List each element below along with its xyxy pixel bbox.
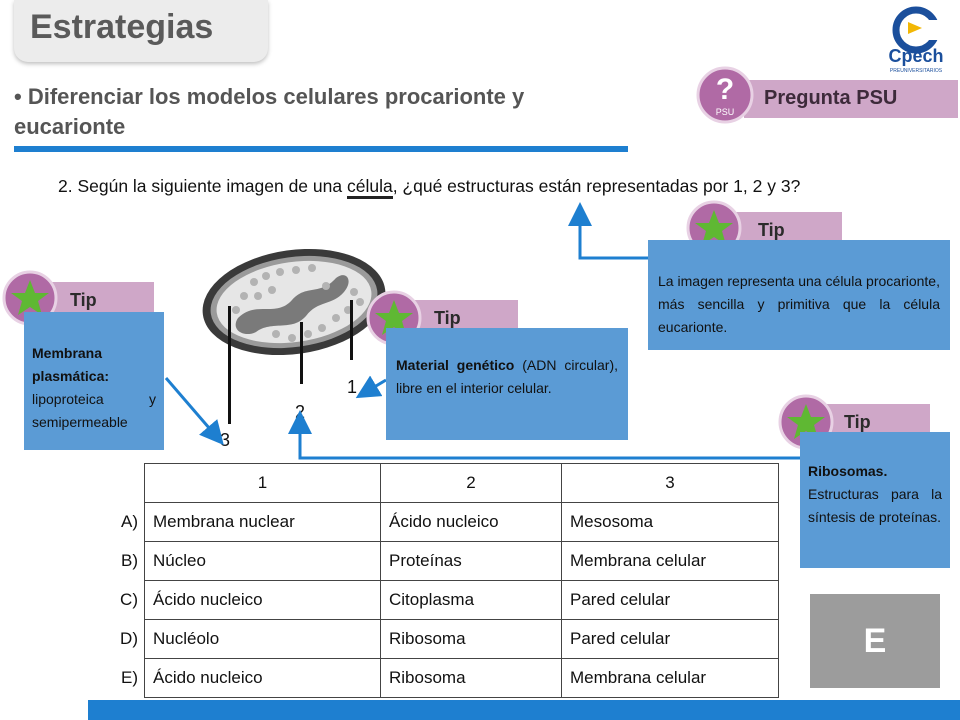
question-mark-icon: ? PSU [696, 66, 754, 124]
tip-ribosome-label: Tip [844, 412, 871, 432]
arrow-tip-cell [568, 202, 650, 260]
answer-box: E [810, 594, 940, 688]
table-cell: Ribosoma [380, 619, 562, 659]
tip-cell-body: La imagen representa una célula procario… [648, 240, 950, 350]
arrow-tip-genetic [355, 375, 387, 399]
tip-ribosome-text: Estructuras para la síntesis de proteína… [808, 486, 942, 525]
tip-genetic-label: Tip [434, 308, 461, 328]
table-row: A) Membrana nuclear Ácido nucleico Mesos… [88, 502, 779, 542]
page-title: Estrategias [30, 8, 214, 46]
table-cell: Citoplasma [380, 580, 562, 620]
objective-underline [14, 146, 628, 152]
table-row: E) Ácido nucleico Ribosoma Membrana celu… [88, 658, 779, 698]
logo-text: Cpech [888, 46, 943, 66]
table-cell: Ácido nucleico [144, 658, 381, 698]
svg-text:?: ? [716, 73, 734, 106]
table-cell: Membrana nuclear [144, 502, 381, 542]
table-row: C) Ácido nucleico Citoplasma Pared celul… [88, 580, 779, 620]
table-row: B) Núcleo Proteínas Membrana celular [88, 541, 779, 581]
table-cell: Ácido nucleico [144, 580, 381, 620]
table-cell: Pared celular [561, 619, 779, 659]
answer-table: 1 2 3 A) Membrana nuclear Ácido nucleico… [88, 463, 779, 698]
table-cell: Proteínas [380, 541, 562, 581]
table-cell: Mesosoma [561, 502, 779, 542]
option-label: A) [121, 512, 138, 531]
option-label: D) [120, 629, 138, 648]
table-corner [88, 464, 145, 503]
cpech-logo: Cpech PREUNIVERSITARIOS [878, 6, 954, 76]
objective-text: Diferenciar los modelos celulares procar… [14, 84, 525, 139]
pointer-line-3 [228, 306, 231, 424]
pointer-line-1 [350, 300, 353, 360]
psu-badge [744, 80, 958, 118]
cpech-logo-icon: Cpech PREUNIVERSITARIOS [888, 6, 944, 74]
table-header-row: 1 2 3 [88, 463, 779, 503]
tip-membrane-body: Membrana plasmática: lipoproteica y semi… [24, 312, 164, 450]
question-text: 2. Según la siguiente imagen de una célu… [58, 172, 906, 200]
answer-letter: E [863, 621, 887, 660]
option-label: B) [121, 551, 138, 570]
option-label: E) [121, 668, 138, 687]
table-cell: Ácido nucleico [380, 502, 562, 542]
arrow-tip-membrane [164, 377, 224, 446]
psu-badge-label: Pregunta PSU [764, 87, 898, 109]
question-after: , ¿qué estructuras están representadas p… [392, 176, 801, 196]
table-cell: Ribosoma [380, 658, 562, 698]
pointer-line-2 [300, 322, 303, 384]
question-before: 2. Según la siguiente imagen de una [58, 176, 347, 196]
table-cell: Pared celular [561, 580, 779, 620]
table-header: 3 [561, 463, 779, 503]
option-label: C) [120, 590, 138, 609]
bottom-bar [88, 700, 960, 720]
tip-membrane-header [40, 282, 154, 314]
table-cell: Membrana celular [561, 658, 779, 698]
logo-subtext: PREUNIVERSITARIOS [890, 68, 943, 74]
psu-icon-text: PSU [716, 107, 735, 117]
tip-ribosome-bold: Ribosomas. [808, 463, 888, 479]
arrow-tip-ribosome [288, 410, 800, 460]
tip-cell-label: Tip [758, 220, 785, 240]
table-cell: Nucléolo [144, 619, 381, 659]
tip-membrane-text: lipoproteica y semipermeable [32, 391, 156, 430]
table-header: 2 [380, 463, 562, 503]
tip-genetic-text: (ADN circular), libre en el interior cel… [396, 357, 618, 396]
tip-membrane-label: Tip [70, 290, 97, 310]
objective: • Diferenciar los modelos celulares proc… [14, 84, 525, 139]
table-header: 1 [144, 463, 381, 503]
table-cell: Núcleo [144, 541, 381, 581]
tip-membrane-bold: Membrana plasmática: [32, 345, 110, 384]
tip-ribosome-header [820, 404, 930, 436]
cell-illustration [196, 240, 392, 400]
question-keyword: célula [346, 176, 393, 199]
tip-ribosome-body: Ribosomas. Estructuras para la síntesis … [800, 432, 950, 568]
label-1: 1 [347, 377, 358, 397]
label-3: 3 [220, 430, 231, 450]
tip-cell-text: La imagen representa una célula procario… [658, 273, 940, 335]
tip-genetic-bold: Material genético [396, 357, 515, 373]
title-box [14, 0, 268, 62]
table-cell: Membrana celular [561, 541, 779, 581]
table-row: D) Nucléolo Ribosoma Pared celular [88, 619, 779, 659]
tip-genetic-body: Material genético (ADN circular), libre … [386, 328, 628, 440]
